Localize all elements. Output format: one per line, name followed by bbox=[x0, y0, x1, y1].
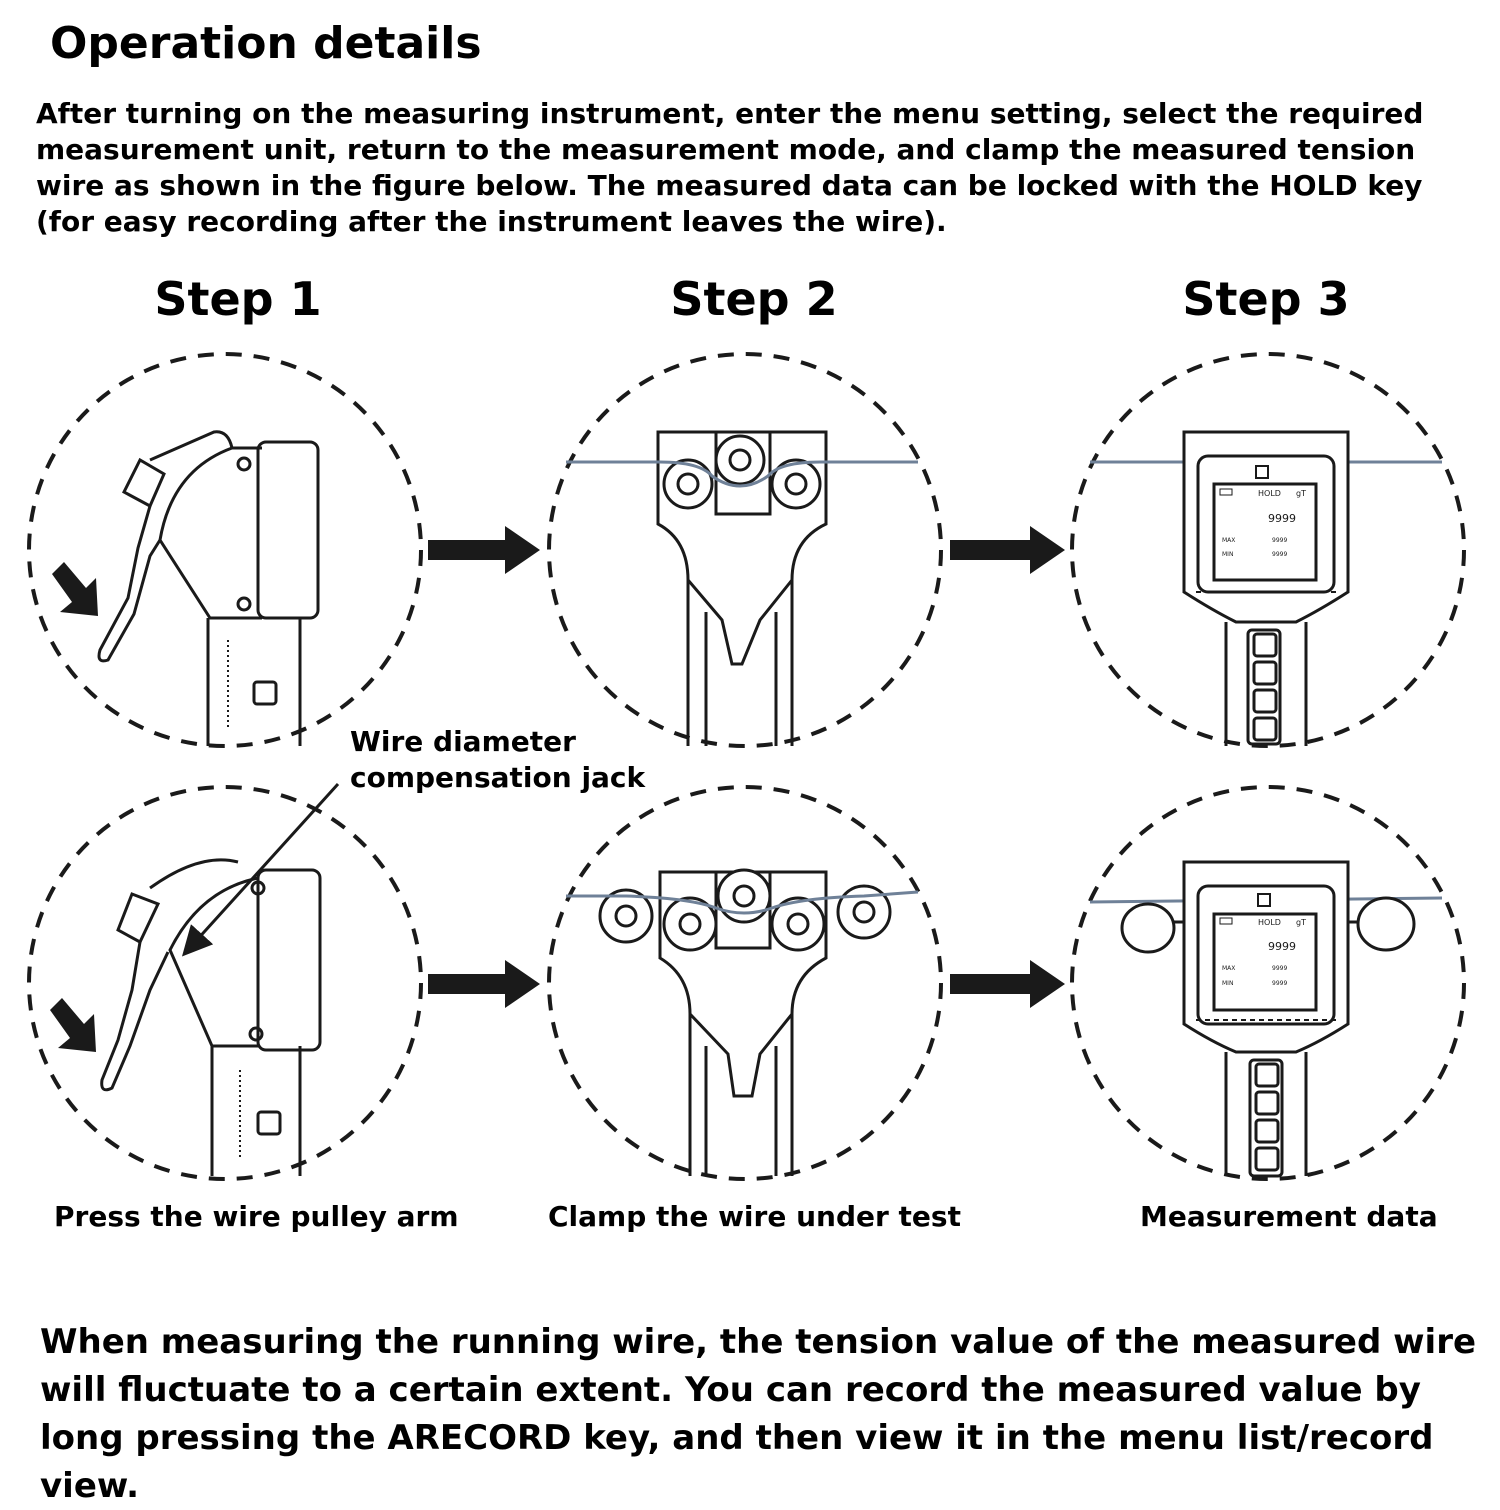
step3-top-circle bbox=[1070, 352, 1466, 748]
step-1-caption: Press the wire pulley arm bbox=[54, 1200, 459, 1233]
screen-max-label: MAX bbox=[1222, 965, 1235, 972]
step1-bottom-device bbox=[100, 858, 322, 1176]
step1-top-device bbox=[97, 430, 320, 746]
step2-bottom-wire bbox=[566, 890, 919, 915]
callout-pointer-line bbox=[181, 782, 340, 957]
arrow-step2-to-step3-top bbox=[950, 526, 1065, 574]
step2-top-device bbox=[656, 430, 828, 746]
step3-bottom-device bbox=[1120, 860, 1416, 1178]
step1-bottom-circle bbox=[27, 785, 423, 1181]
screen-reading: 9999 bbox=[1268, 512, 1296, 525]
page-title: Operation details bbox=[50, 18, 482, 69]
arrow-step2-to-step3-bottom bbox=[950, 960, 1065, 1008]
footer-paragraph: When measuring the running wire, the ten… bbox=[40, 1322, 1477, 1506]
intro-paragraph: After turning on the measuring instrumen… bbox=[36, 97, 1424, 238]
screen-min-label: MIN bbox=[1222, 551, 1233, 558]
screen-max-value: 9999 bbox=[1272, 537, 1287, 544]
step3-bottom-circle bbox=[1070, 785, 1466, 1181]
step-2-label: Step 2 bbox=[670, 272, 838, 326]
step2-top-wire bbox=[566, 460, 918, 488]
step-1-label: Step 1 bbox=[154, 272, 322, 326]
step2-top-circle bbox=[547, 352, 943, 748]
screen-max-label: MAX bbox=[1222, 537, 1235, 544]
screen-reading: 9999 bbox=[1268, 940, 1296, 953]
screen-max-value: 9999 bbox=[1272, 965, 1287, 972]
step2-bottom-device bbox=[598, 868, 892, 1176]
step3-top-screen: HOLD gT 9999 MAX 9999 MIN 9999 bbox=[1219, 488, 1306, 558]
wire-diameter-callout: Wire diameter compensation jack bbox=[350, 724, 645, 796]
callout-line-1: Wire diameter bbox=[350, 725, 576, 758]
arrow-step1-to-step2-bottom bbox=[428, 960, 540, 1008]
arrow-step1-to-step2-top bbox=[428, 526, 540, 574]
step3-top-device bbox=[1182, 430, 1350, 746]
step2-bottom-circle bbox=[547, 785, 943, 1181]
step1-bottom-press-arrow bbox=[50, 998, 96, 1052]
screen-unit-label: gT bbox=[1296, 918, 1306, 927]
step-3-caption: Measurement data bbox=[1140, 1200, 1438, 1233]
step1-top-press-arrow bbox=[52, 562, 98, 616]
step-3-label: Step 3 bbox=[1182, 272, 1350, 326]
screen-min-value: 9999 bbox=[1272, 980, 1287, 987]
step1-top-circle bbox=[27, 352, 423, 748]
screen-min-value: 9999 bbox=[1272, 551, 1287, 558]
screen-min-label: MIN bbox=[1222, 980, 1233, 987]
step3-bottom-screen: HOLD gT 9999 MAX 9999 MIN 9999 bbox=[1219, 917, 1306, 987]
screen-hold-label: HOLD bbox=[1258, 489, 1281, 498]
callout-line-2: compensation jack bbox=[350, 761, 646, 794]
step-2-caption: Clamp the wire under test bbox=[548, 1200, 961, 1233]
screen-hold-label: HOLD bbox=[1258, 918, 1281, 927]
screen-unit-label: gT bbox=[1296, 489, 1306, 498]
